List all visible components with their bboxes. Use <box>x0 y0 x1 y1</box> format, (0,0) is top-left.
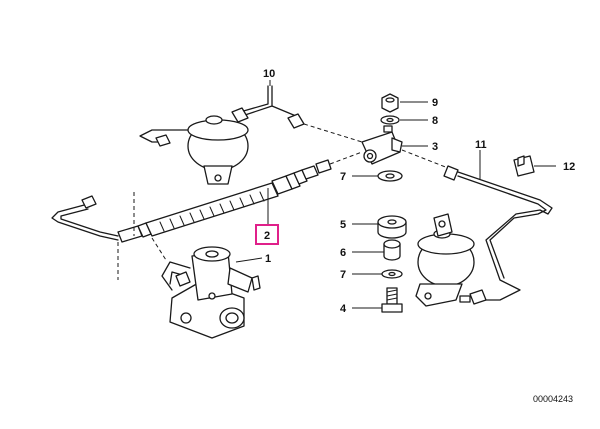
pressure-line-left <box>51 195 152 243</box>
bolt-part-4 <box>381 287 403 313</box>
washer-part-8 <box>380 115 400 125</box>
valve-part-1 <box>161 246 261 339</box>
rubber-mount-part-5 <box>377 215 407 239</box>
callout-3[interactable]: 3 <box>432 141 438 153</box>
callout-6[interactable]: 6 <box>340 247 346 259</box>
diagram-reference-number: 00004243 <box>533 394 573 404</box>
nut-part-9 <box>381 93 399 113</box>
bushing-part-6 <box>383 239 401 261</box>
callout-12[interactable]: 12 <box>563 161 575 173</box>
callout-1[interactable]: 1 <box>265 253 271 265</box>
pressure-accumulator-left <box>187 107 249 185</box>
clip-part-12 <box>513 155 535 177</box>
callout-7-lower[interactable]: 7 <box>340 269 346 281</box>
washer-part-7-lower <box>381 269 403 279</box>
callout-5[interactable]: 5 <box>340 219 346 231</box>
leader-lines <box>235 80 556 309</box>
callout-11[interactable]: 11 <box>475 139 487 151</box>
tee-fitting-part-3 <box>361 125 403 165</box>
callout-8[interactable]: 8 <box>432 115 438 127</box>
washer-part-7-upper <box>377 170 403 182</box>
pressure-accumulator-right <box>415 213 475 307</box>
callouts: 1 2 3 4 5 6 7 7 8 9 10 11 12 <box>255 68 575 315</box>
callout-2[interactable]: 2 <box>264 230 270 242</box>
line-part-10 <box>139 85 363 147</box>
line-part-11 <box>401 149 553 305</box>
alignment-lines <box>117 192 167 280</box>
callout-7-upper[interactable]: 7 <box>340 171 346 183</box>
callout-2-highlight-box <box>255 224 279 245</box>
callout-10[interactable]: 10 <box>263 68 275 80</box>
callout-4[interactable]: 4 <box>340 303 347 315</box>
callout-9[interactable]: 9 <box>432 97 438 109</box>
hose-part-2 <box>145 151 363 237</box>
